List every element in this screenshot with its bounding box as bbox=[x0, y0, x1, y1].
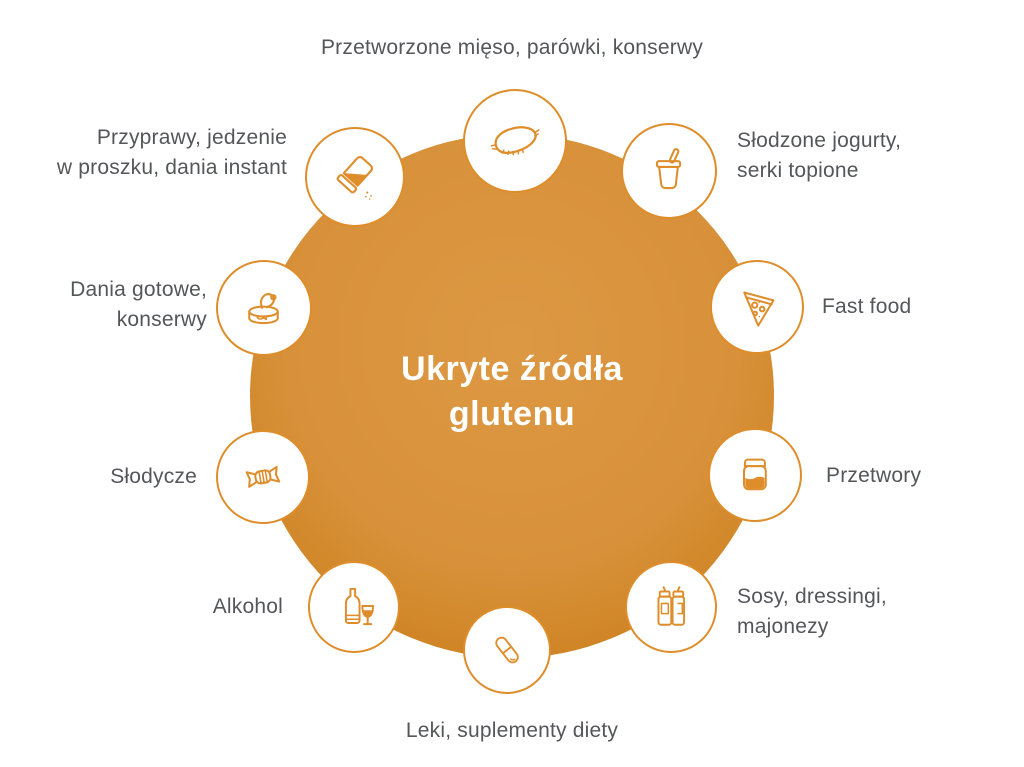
label-spices-instant: Przyprawy, jedzenie w proszku, dania ins… bbox=[57, 123, 287, 183]
page-title-line2: glutenu bbox=[448, 395, 576, 433]
label-sweets-line1: Słodycze bbox=[110, 465, 197, 488]
label-sweets: Słodycze bbox=[110, 462, 197, 492]
label-sweet-yogurts: Słodzone jogurty, serki topione bbox=[737, 126, 901, 186]
canned-fish-icon bbox=[248, 293, 280, 325]
jar-icon bbox=[743, 458, 767, 491]
label-sauces-line2: majonezy bbox=[737, 615, 829, 638]
label-fast-food-line1: Fast food bbox=[822, 295, 912, 318]
yogurt-cup-icon bbox=[656, 148, 682, 190]
label-alcohol: Alkohol bbox=[213, 592, 283, 622]
node-spices-instant bbox=[305, 127, 405, 227]
sauce-bottles-icon bbox=[657, 585, 685, 626]
label-preserves-line1: Przetwory bbox=[826, 464, 922, 487]
label-sauces-dressings: Sosy, dressingi, majonezy bbox=[737, 582, 887, 642]
label-spices-line1: Przyprawy, jedzenie bbox=[96, 126, 287, 149]
node-preserves bbox=[708, 428, 802, 522]
label-ready-meals: Dania gotowe, konserwy bbox=[70, 275, 207, 335]
node-ready-meals bbox=[216, 260, 312, 356]
candy-icon bbox=[245, 466, 281, 488]
label-processed-meat-line1: Przetworzone mięso, parówki, konserwy bbox=[320, 36, 704, 59]
label-spices-line2: w proszku, dania instant bbox=[56, 156, 287, 179]
node-processed-meat bbox=[463, 89, 567, 193]
label-medicines-supplements: Leki, suplementy diety bbox=[406, 716, 618, 746]
label-ready-meals-line2: konserwy bbox=[116, 308, 207, 331]
page-title: Ukryte źródła glutenu bbox=[401, 347, 623, 437]
pill-icon bbox=[495, 636, 519, 664]
node-fast-food bbox=[710, 260, 804, 354]
label-sauces-line1: Sosy, dressingi, bbox=[737, 585, 887, 608]
label-yogurts-line1: Słodzone jogurty, bbox=[737, 129, 902, 152]
wine-bottle-glass-icon bbox=[344, 587, 374, 625]
label-processed-meat: Przetworzone mięso, parówki, konserwy bbox=[321, 33, 703, 63]
label-yogurts-line2: serki topione bbox=[737, 159, 859, 182]
node-sauces-dressings bbox=[625, 561, 717, 653]
node-alcohol bbox=[308, 561, 400, 653]
label-ready-meals-line1: Dania gotowe, bbox=[70, 278, 207, 301]
label-alcohol-line1: Alkohol bbox=[212, 595, 283, 618]
spice-shaker-icon bbox=[336, 156, 374, 201]
label-fast-food: Fast food bbox=[822, 292, 911, 322]
page-title-line1: Ukryte źródła bbox=[401, 350, 623, 388]
label-medicines-line1: Leki, suplementy diety bbox=[405, 719, 619, 742]
node-sweet-yogurts bbox=[621, 123, 717, 219]
node-sweets bbox=[216, 430, 310, 524]
node-medicines-supplements bbox=[463, 606, 551, 694]
sausage-icon bbox=[490, 126, 540, 156]
pizza-slice-icon bbox=[743, 291, 775, 327]
label-preserves: Przetwory bbox=[826, 461, 921, 491]
